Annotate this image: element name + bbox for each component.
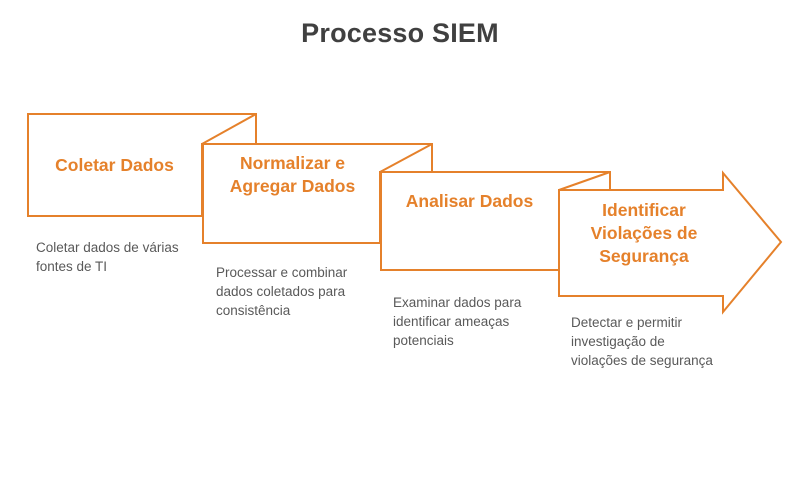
step-4-label: Identificar Violações de Segurança: [590, 200, 698, 267]
step-2-caption: Processar e combinar dados coletados par…: [216, 265, 348, 319]
page-title: Processo SIEM: [301, 18, 499, 48]
step-2-label: Normalizar e Agregar Dados: [229, 153, 356, 197]
step-2-fold-diagonal: [379, 143, 433, 173]
step-3-caption: Examinar dados para identificar ameaças …: [393, 295, 522, 349]
step-1-caption: Coletar dados de várias fontes de TI: [36, 240, 179, 275]
step-3-fold-diagonal: [558, 171, 611, 191]
step-1-label: Coletar Dados: [55, 155, 174, 175]
step-1-fold-diagonal: [201, 113, 257, 145]
step-3-label: Analisar Dados: [405, 191, 534, 211]
step-4-caption: Detectar e permitir investigação de viol…: [571, 315, 713, 369]
